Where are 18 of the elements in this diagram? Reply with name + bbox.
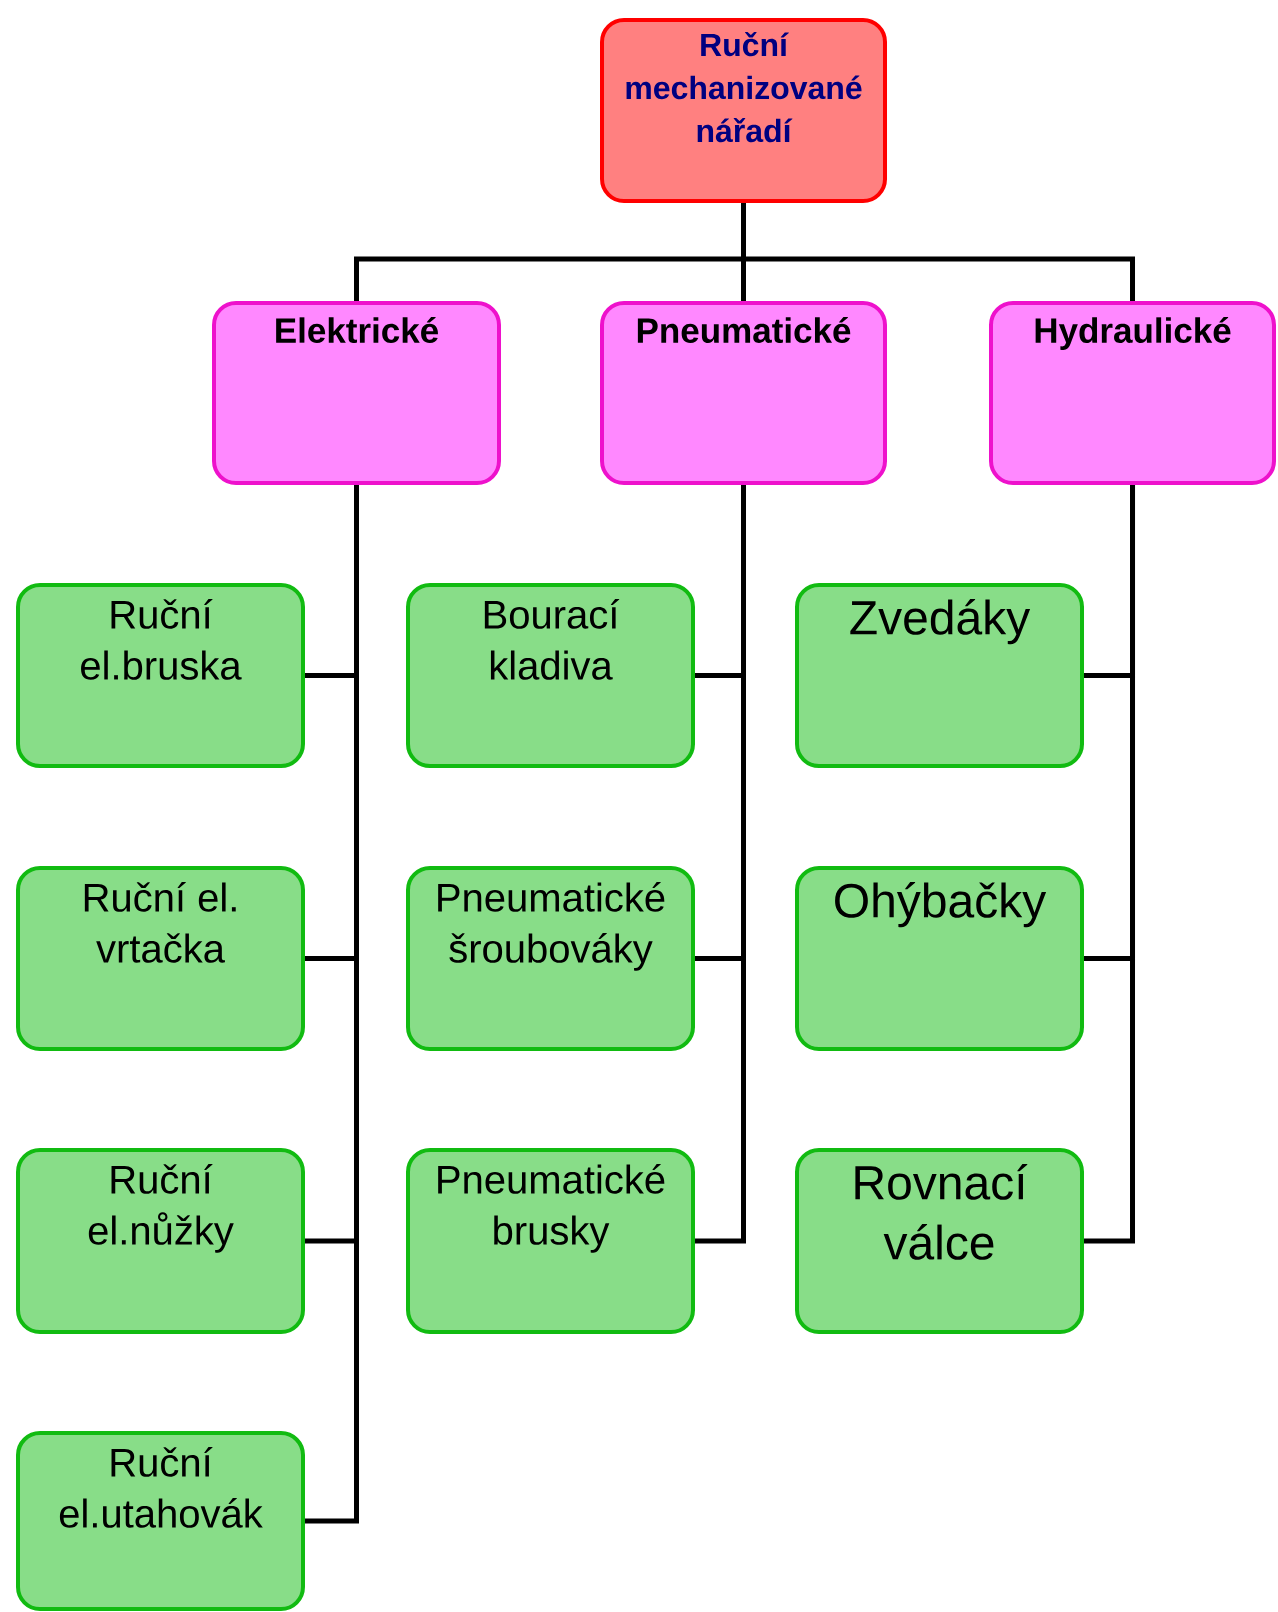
tool-box: Pneumatické šroubováky xyxy=(406,866,695,1051)
tool-box: Ruční el.nůžky xyxy=(16,1148,305,1334)
tool-box: Zvedáky xyxy=(795,583,1084,768)
connector-line xyxy=(695,485,746,1244)
tool-box: Ruční el.utahovák xyxy=(16,1431,305,1611)
category-box: Elektrické xyxy=(212,301,501,485)
connector-line xyxy=(741,203,1135,301)
connector-line xyxy=(305,485,359,1524)
tool-box: Ohýbačky xyxy=(795,866,1084,1051)
tool-box: Ruční el. vrtačka xyxy=(16,866,305,1051)
tool-box: Bourací kladiva xyxy=(406,583,695,768)
category-box: Pneumatické xyxy=(600,301,887,485)
tool-box: Pneumatické brusky xyxy=(406,1148,695,1334)
tool-box: Ruční el.bruska xyxy=(16,583,305,768)
category-box: Hydraulické xyxy=(989,301,1276,485)
tool-box: Rovnací válce xyxy=(795,1148,1084,1334)
connector-line xyxy=(1084,485,1135,1244)
root-box: Ruční mechanizované nářadí xyxy=(600,18,887,203)
